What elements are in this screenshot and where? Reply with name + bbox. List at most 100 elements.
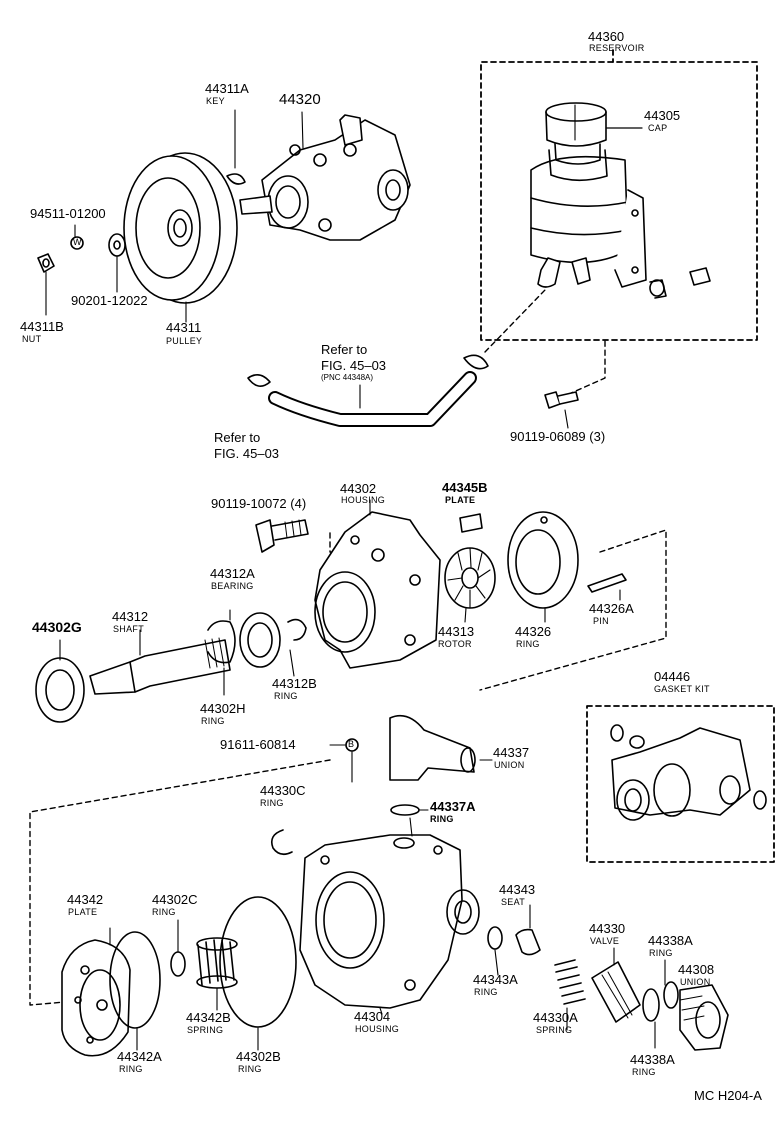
pump-assembly xyxy=(239,111,411,241)
label-44343A-name: RING xyxy=(474,987,498,997)
label-44304-name: HOUSING xyxy=(355,1024,400,1034)
label-44302C: 44302C xyxy=(152,892,198,907)
label-44330-name: VALVE xyxy=(590,936,620,946)
label-44342B: 44342B xyxy=(186,1010,231,1025)
label-44305-name: CAP xyxy=(648,123,668,133)
label-44312A: 44312A xyxy=(210,566,255,581)
b-mark: B xyxy=(348,739,355,749)
rotor xyxy=(444,547,496,609)
label-44343: 44343 xyxy=(499,882,536,897)
snap-ring xyxy=(270,829,293,856)
label-44311A-name: KEY xyxy=(206,96,225,106)
refer-fig-b-line2: FIG. 45–03 xyxy=(214,446,280,461)
label-44304: 44304 xyxy=(354,1009,391,1024)
union-bottom xyxy=(679,984,729,1051)
figure-code: MC H204-A xyxy=(694,1088,762,1103)
pulley-fasteners xyxy=(37,233,126,316)
label-44312: 44312 xyxy=(112,609,149,624)
label-44330A-name: SPRING xyxy=(536,1025,573,1035)
seat xyxy=(515,928,541,956)
reservoir-grommets xyxy=(649,267,711,299)
cam-ring xyxy=(507,511,579,609)
label-44326A-name: PIN xyxy=(593,616,609,626)
label-44313-name: ROTOR xyxy=(438,639,472,649)
label-44326-name: RING xyxy=(516,639,540,649)
lower-dashed-boundary xyxy=(29,759,331,1006)
valve-spring xyxy=(554,959,586,1005)
reservoir-cap xyxy=(545,102,643,165)
label-44342B-name: SPRING xyxy=(187,1025,224,1035)
label-44312A-name: BEARING xyxy=(211,581,254,591)
label-44337A-name: RING xyxy=(430,814,454,824)
small-o-ring xyxy=(170,951,186,977)
pulley xyxy=(123,152,238,323)
label-44338A-bottom-name: RING xyxy=(632,1067,656,1077)
label-44311: 44311 xyxy=(166,320,202,335)
rear-housing xyxy=(299,834,480,1009)
label-44302-name: HOUSING xyxy=(341,495,386,505)
plate-small xyxy=(459,513,483,533)
label-44302G: 44302G xyxy=(32,619,82,635)
reservoir-group-outline xyxy=(480,49,758,341)
reservoir xyxy=(530,149,647,288)
label-44305: 44305 xyxy=(644,108,681,123)
label-44337: 44337 xyxy=(493,745,530,760)
label-04446: 04446 xyxy=(654,669,691,684)
label-44345B-name: PLATE xyxy=(445,495,476,505)
label-44342: 44342 xyxy=(67,892,104,907)
label-44330C-name: RING xyxy=(260,798,284,808)
label-44311-name: PULLEY xyxy=(166,336,203,346)
label-44311B: 44311B xyxy=(20,319,64,334)
refer-fig-a-line1: Refer to xyxy=(321,342,368,357)
label-44360-name: RESERVOIR xyxy=(589,43,645,53)
label-44342A-name: RING xyxy=(119,1064,143,1074)
gasket-kit-box xyxy=(586,705,775,863)
label-90119-10072: 90119-10072 (4) xyxy=(211,496,307,511)
label-90201: 90201-12022 xyxy=(71,293,148,308)
side-plate xyxy=(61,939,131,1057)
flow-valve xyxy=(591,961,641,1023)
label-44338A-top-name: RING xyxy=(649,948,673,958)
union-ring-a xyxy=(642,988,660,1022)
label-44343A: 44343A xyxy=(473,972,518,987)
label-44343-name: SEAT xyxy=(501,897,526,907)
label-44302: 44302 xyxy=(340,481,377,496)
label-44311A: 44311A xyxy=(205,81,249,96)
refer-fig-b-line1: Refer to xyxy=(214,430,261,445)
label-44308-name: UNION xyxy=(680,977,711,987)
label-44302B-name: RING xyxy=(238,1064,262,1074)
label-44345B: 44345B xyxy=(442,480,488,495)
refer-fig-a-line3: (PNC 44348A) xyxy=(321,373,374,382)
label-44302H: 44302H xyxy=(200,701,246,716)
leader-dashed-hose xyxy=(484,289,606,399)
label-44312-name: SHAFT xyxy=(113,624,145,634)
leader-lines xyxy=(59,104,666,1051)
label-44360: 44360 xyxy=(588,29,625,44)
label-44312B-name: RING xyxy=(274,691,298,701)
return-hose xyxy=(247,354,489,427)
key xyxy=(226,109,246,185)
label-44330: 44330 xyxy=(589,921,626,936)
label-44338A-bottom: 44338A xyxy=(630,1052,675,1067)
housing-bolt xyxy=(255,519,309,553)
w-mark: W xyxy=(73,237,82,247)
shaft-assembly xyxy=(35,609,307,723)
reservoir-bolt xyxy=(544,391,579,429)
label-44313: 44313 xyxy=(438,624,475,639)
label-44342A: 44342A xyxy=(117,1049,162,1064)
pin xyxy=(587,573,627,593)
label-44311B-name: NUT xyxy=(22,334,42,344)
label-44326A: 44326A xyxy=(589,601,634,616)
label-04446-name: GASKET KIT xyxy=(654,684,710,694)
label-44330C: 44330C xyxy=(260,783,306,798)
label-44337-name: UNION xyxy=(494,760,525,770)
label-44302B: 44302B xyxy=(236,1049,281,1064)
label-44330A: 44330A xyxy=(533,1010,578,1025)
label-44326: 44326 xyxy=(515,624,552,639)
label-91611: 91611-60814 xyxy=(220,737,296,752)
label-44342-name: PLATE xyxy=(68,907,98,917)
label-44312B: 44312B xyxy=(272,676,317,691)
label-44302H-name: RING xyxy=(201,716,225,726)
